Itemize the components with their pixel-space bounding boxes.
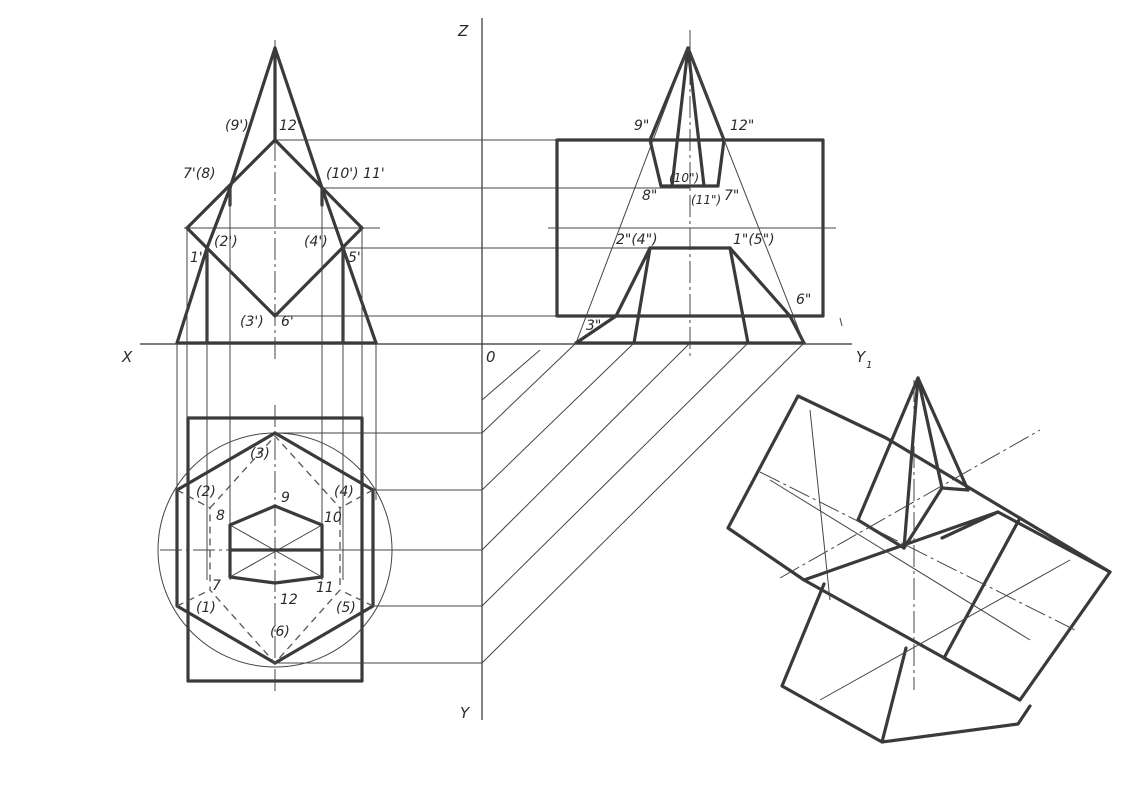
top-label-9: 9	[281, 490, 290, 506]
front-label-2: (2')	[214, 234, 238, 250]
z-axis-label: Z	[457, 22, 469, 40]
side-label-3: 3"	[586, 318, 601, 334]
top-label-11: 11	[316, 580, 334, 596]
front-label-7-8: 7'(8)	[183, 166, 216, 182]
front-label-1: 1'	[190, 250, 203, 266]
top-label-1: (1)	[196, 600, 216, 616]
side-view: 9" 12" (10") 8" (11") 7" 2"(4") 1"(5") 3…	[548, 30, 836, 360]
top-label-4: (4)	[334, 484, 354, 500]
top-view: (3) (2) (4) 9 8 10 7 (1) 12 11 (5) (6)	[157, 405, 482, 695]
top-label-5: (5)	[336, 600, 356, 616]
front-label-5: 5'	[348, 250, 361, 266]
side-label-1-5: 1"(5")	[733, 232, 775, 248]
front-label-10-11: (10') 11'	[326, 166, 385, 182]
side-label-7: 7"	[724, 188, 739, 204]
top-label-12: 12	[280, 592, 298, 608]
front-label-4: (4')	[304, 234, 328, 250]
front-label-6: 6'	[281, 314, 294, 330]
isometric-view	[726, 376, 1112, 744]
top-label-7: 7	[212, 578, 221, 594]
top-label-3: (3)	[250, 446, 270, 462]
side-label-11: (11")	[691, 193, 721, 207]
y1-axis-label: Y	[856, 348, 867, 366]
x-axis-label: X	[121, 348, 133, 366]
side-label-12: 12"	[730, 118, 754, 134]
origin-label: 0	[486, 348, 496, 366]
top-label-10: 10	[324, 510, 342, 526]
top-label-2: (2)	[196, 484, 216, 500]
transfer-lines	[481, 342, 805, 664]
top-label-6: (6)	[270, 624, 290, 640]
front-label-3: (3')	[240, 314, 264, 330]
front-view: (9') 12' 7'(8) (10') 11' (2') (4') 1' 5'…	[175, 40, 385, 600]
side-label-6: 6"	[796, 292, 811, 308]
y1-axis-subscript: 1	[866, 360, 872, 371]
y-axis-label: Y	[460, 704, 471, 722]
top-label-8: 8	[216, 508, 225, 524]
side-label-10: (10")	[669, 171, 699, 185]
front-label-9: (9')	[225, 118, 249, 134]
side-label-8: 8"	[642, 188, 657, 204]
front-label-12: 12'	[279, 118, 301, 134]
side-label-9: 9"	[634, 118, 649, 134]
side-label-2-4: 2"(4")	[616, 232, 658, 248]
